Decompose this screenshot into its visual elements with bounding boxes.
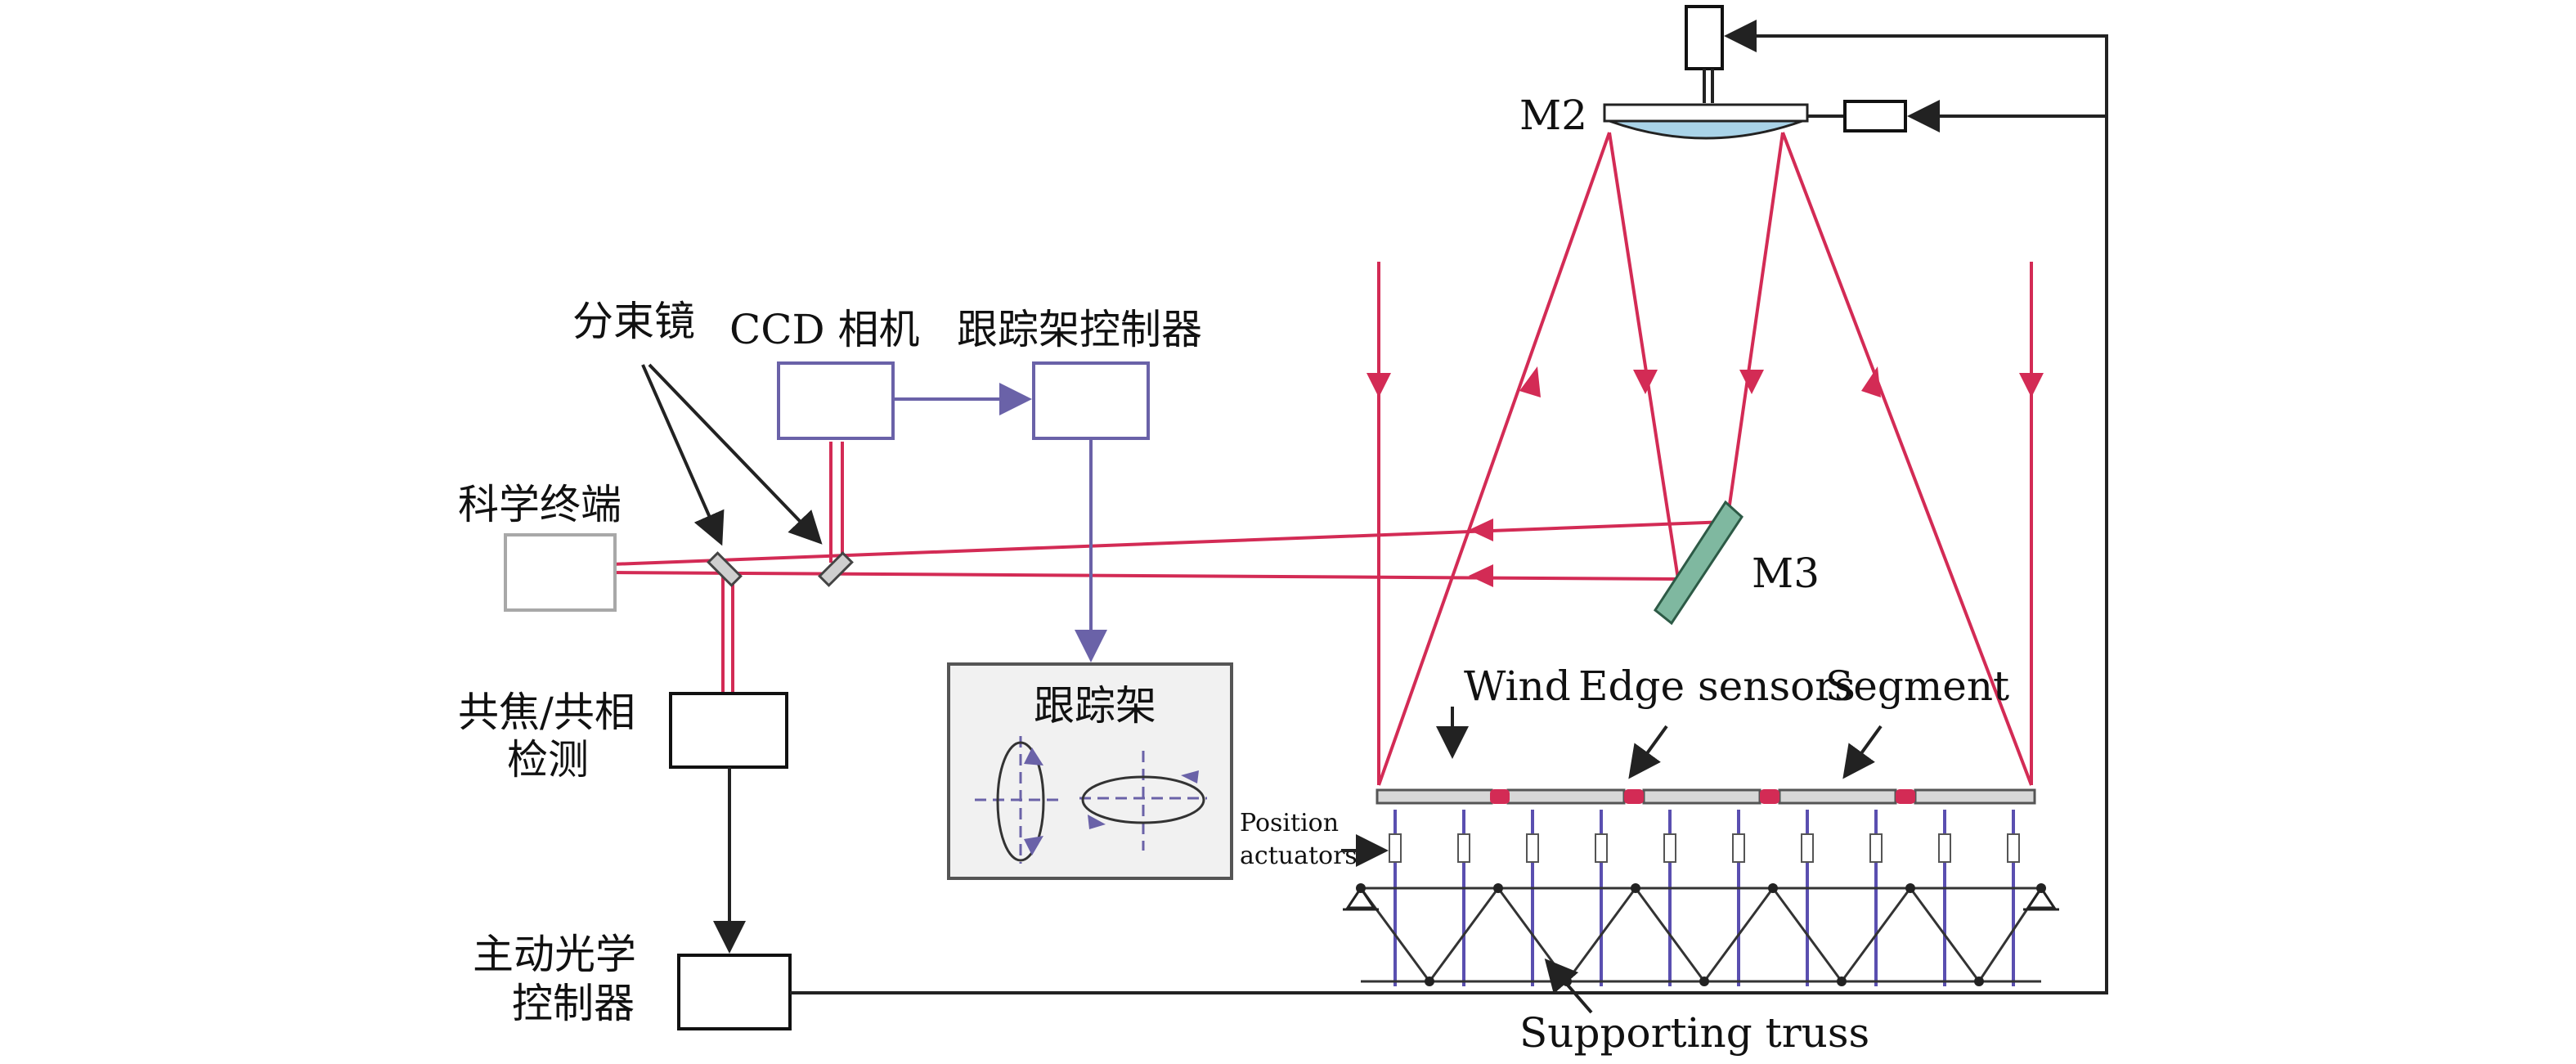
- edge-sensor-1: [1490, 789, 1510, 804]
- edge-sensor-3: [1760, 789, 1779, 804]
- supporting-truss: [1343, 883, 2059, 986]
- segmented-primary: [1376, 788, 2036, 805]
- m3-label: M3: [1752, 550, 1820, 597]
- segment-4: [1778, 788, 1897, 805]
- science-terminal-label: 科学终端: [458, 481, 622, 528]
- science-terminal-box: [504, 533, 617, 612]
- tracking-mount-label: 跟踪架: [1034, 682, 1156, 730]
- beamsplitter-2: [818, 551, 854, 587]
- cophase-detection-label-1: 共焦/共相: [458, 689, 635, 736]
- edge-sensors-label: Edge sensors: [1578, 662, 1856, 710]
- position-actuators-label-2: actuators: [1240, 842, 1358, 870]
- wind-label: Wind: [1464, 662, 1571, 710]
- supporting-truss-label: Supporting truss: [1519, 1009, 1869, 1057]
- position-actuators-label-1: Position: [1240, 809, 1339, 837]
- position-actuators: [1389, 810, 2020, 986]
- segment-2: [1506, 788, 1626, 805]
- tracking-mount-box: [947, 662, 1233, 880]
- segment-1: [1376, 788, 1493, 805]
- m3-mirror: [1654, 500, 1744, 626]
- active-optics-label-2: 控制器: [512, 980, 635, 1027]
- m2-lens: [1609, 119, 1803, 140]
- beamsplitter-label: 分束镜: [572, 298, 695, 345]
- cophase-detection-label-2: 检测: [507, 736, 589, 783]
- tracker-controller-label: 跟踪架控制器: [957, 306, 1202, 353]
- edge-sensor-2: [1624, 789, 1644, 804]
- m2-side-actuator: [1843, 100, 1907, 132]
- active-optics-controller-box: [677, 954, 792, 1030]
- rotation-icons: [975, 736, 1207, 864]
- edge-sensor-4: [1896, 789, 1915, 804]
- light-rays: [611, 132, 2044, 786]
- active-optics-label-1: 主动光学: [473, 931, 636, 978]
- m2-assembly: [1603, 5, 1907, 140]
- tracker-controller-box: [1032, 361, 1150, 440]
- segment-5: [1914, 788, 2036, 805]
- m2-top-actuator: [1685, 5, 1724, 70]
- segment-3: [1642, 788, 1761, 805]
- ccd-camera-label: CCD 相机: [729, 306, 920, 353]
- ccd-camera-box: [777, 361, 895, 440]
- cophase-detection-box: [669, 692, 788, 769]
- beamsplitter-1: [707, 551, 743, 587]
- segment-label: Segment: [1825, 662, 2009, 710]
- m2-mirror-plate: [1603, 103, 1809, 123]
- m2-label: M2: [1519, 92, 1587, 139]
